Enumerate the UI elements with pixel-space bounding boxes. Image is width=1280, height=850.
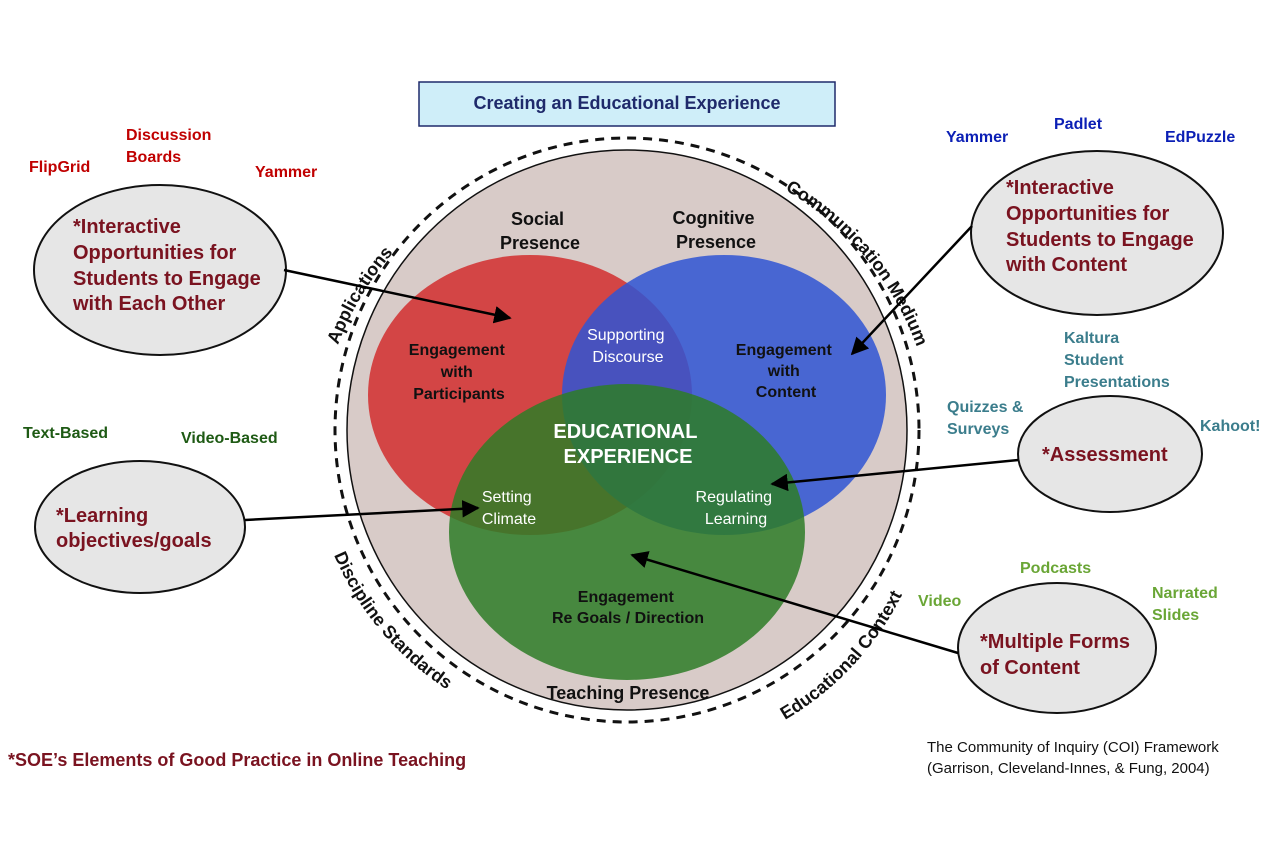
- tool-edpuzzle: EdPuzzle: [1165, 129, 1235, 146]
- arrow-each-other: [283, 268, 512, 324]
- tool-quizzes-surveys: Quizzes & Surveys: [947, 399, 1028, 438]
- callout-objectives: [34, 460, 246, 594]
- engagement-content-label: Engagement with Content: [736, 342, 836, 401]
- tool-kahoot: Kahoot!: [1200, 418, 1260, 435]
- cognitive-presence-label: Cognitive Presence: [672, 208, 759, 252]
- title-box: [418, 81, 836, 127]
- arrow-forms: [630, 551, 959, 655]
- callout-objectives-text: *Learning objectives/goals: [56, 505, 212, 552]
- dashed-ring: [333, 136, 921, 724]
- tool-padlet: Padlet: [1054, 116, 1103, 133]
- social-presence-label: Social Presence: [500, 209, 580, 253]
- callout-assessment: [1017, 395, 1203, 513]
- tool-flipgrid: FlipGrid: [29, 159, 90, 176]
- arrow-content: [850, 225, 973, 356]
- coi-citation: The Community of Inquiry (COI) Framework…: [927, 739, 1223, 777]
- arrow-objectives: [244, 500, 480, 522]
- page-title: Creating an Educational Experience: [473, 93, 780, 113]
- tool-video: Video: [918, 593, 962, 610]
- teaching-presence-circle: [449, 384, 805, 680]
- callout-forms-text: *Multiple Forms of Content: [980, 631, 1136, 679]
- educational-experience-label: EDUCATIONAL EXPERIENCE: [553, 421, 702, 468]
- engagement-goals-label: Engagement Re Goals / Direction: [552, 589, 704, 627]
- callout-content-text: *Interactive Opportunities for Students …: [1005, 177, 1199, 276]
- tool-text-based: Text-Based: [23, 425, 108, 442]
- tool-yammer-social: Yammer: [255, 164, 317, 181]
- engagement-participants-label: Engagement with Participants: [409, 342, 509, 403]
- setting-climate-label: Setting Climate: [482, 489, 536, 528]
- tool-video-based: Video-Based: [181, 430, 278, 447]
- callout-each-other-text: *Interactive Opportunities for Students …: [72, 216, 266, 315]
- tool-yammer-content: Yammer: [946, 129, 1008, 146]
- soe-footnote: *SOE’s Elements of Good Practice in Onli…: [8, 750, 466, 770]
- tool-discussion-boards: Discussion Boards: [126, 127, 216, 166]
- arrow-assessment: [770, 458, 1019, 492]
- supporting-discourse-label: Supporting Discourse: [587, 327, 669, 366]
- regulating-learning-label: Regulating Learning: [696, 489, 777, 528]
- callout-assessment-text: *Assessment: [1042, 444, 1168, 466]
- tool-narrated-slides: Narrated Slides: [1152, 585, 1222, 624]
- callout-forms: [957, 582, 1157, 714]
- tool-kaltura: Kaltura Student Presentations: [1064, 330, 1170, 391]
- callout-content: [970, 150, 1224, 316]
- tool-podcasts: Podcasts: [1020, 560, 1091, 577]
- teaching-presence-label: Teaching Presence: [547, 683, 710, 703]
